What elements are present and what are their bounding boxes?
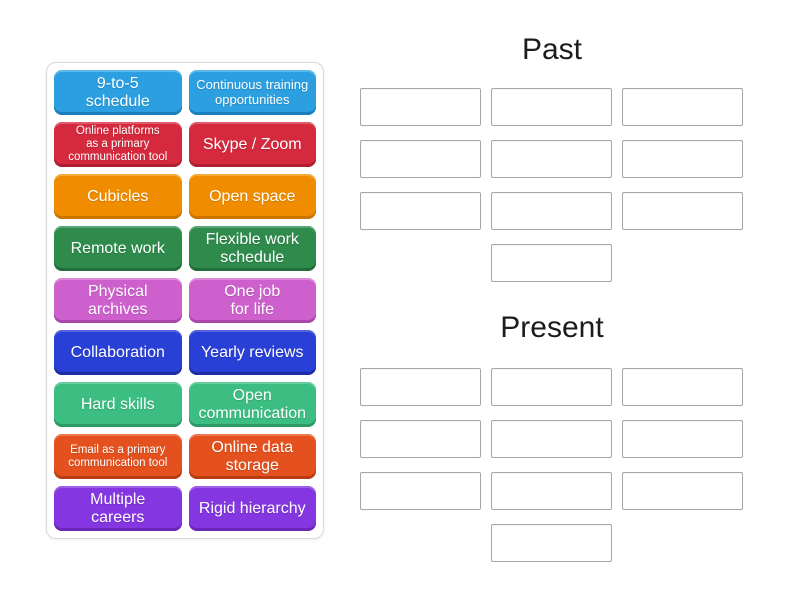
drop-slot[interactable] [622,192,743,230]
drop-slot[interactable] [491,472,612,510]
sort-tile-label: Continuous training opportunities [196,76,309,107]
tile-grid: 9-to-5 schedule Continuous training oppor… [54,70,316,531]
drop-slot[interactable] [491,88,612,126]
sort-tile[interactable]: Yearly reviews [188,330,316,375]
sort-tile[interactable]: Rigid hierarchy [188,486,316,531]
sort-tile[interactable]: Email as a primary communication tool [54,434,182,479]
sort-tile[interactable]: Physical archives [54,278,182,323]
drop-slot[interactable] [622,368,743,406]
past-drop-grid [360,88,743,282]
sort-tile-label: Rigid hierarchy [198,499,306,517]
sort-tile-label: One job for life [224,282,281,318]
sort-tile[interactable]: Online data storage [188,434,316,479]
sort-tile[interactable]: Collaboration [54,330,182,375]
drop-slot[interactable] [491,524,612,562]
sort-tile[interactable]: Cubicles [54,174,182,219]
sort-tile[interactable]: Open space [188,174,316,219]
sort-tile-label: Skype / Zoom [202,135,302,153]
sort-tile-label: Physical archives [87,282,148,318]
group-title-past: Past [521,33,583,66]
sort-tile[interactable]: Multiple careers [54,486,182,531]
group-title-present: Present [500,311,604,344]
drop-slot[interactable] [360,368,481,406]
tile-panel: 9-to-5 schedule Continuous training oppor… [46,62,324,539]
sort-tile-label: 9-to-5 schedule [85,74,150,110]
sort-tile-label: Remote work [70,239,165,257]
sort-tile-label: Flexible work schedule [205,230,299,266]
sort-tile-label: Email as a primary communication tool [68,443,168,469]
drop-slot[interactable] [622,420,743,458]
drop-slot[interactable] [491,368,612,406]
sort-tile-label: Open space [209,187,296,205]
sort-tile[interactable]: One job for life [188,278,316,323]
sort-tile[interactable]: Open communication [188,382,316,427]
drop-slot[interactable] [360,472,481,510]
drop-slot[interactable] [491,192,612,230]
drop-slot[interactable] [360,140,481,178]
sort-tile-label: Hard skills [80,395,155,413]
sort-tile[interactable]: Online platforms as a primary communicat… [54,122,182,167]
drop-slot[interactable] [622,472,743,510]
sort-tile-label: Collaboration [70,343,165,361]
sort-tile[interactable]: Skype / Zoom [188,122,316,167]
sort-tile[interactable]: Continuous training opportunities [188,70,316,115]
drop-slot[interactable] [491,244,612,282]
sort-tile-label: Cubicles [87,187,149,205]
sort-tile[interactable]: 9-to-5 schedule [54,70,182,115]
sort-tile-label: Open communication [198,386,307,422]
sort-tile[interactable]: Flexible work schedule [188,226,316,271]
sort-tile-label: Yearly reviews [200,343,304,361]
sort-tile-label: Online platforms as a primary communicat… [68,125,168,163]
sort-tile-label: Multiple careers [90,490,146,526]
sort-tile-label: Online data storage [211,438,294,474]
sort-tile[interactable]: Hard skills [54,382,182,427]
drop-slot[interactable] [622,140,743,178]
drop-slot[interactable] [360,88,481,126]
drop-slot[interactable] [360,192,481,230]
drop-slot[interactable] [622,88,743,126]
sort-tile[interactable]: Remote work [54,226,182,271]
drop-slot[interactable] [360,420,481,458]
drop-slot[interactable] [491,140,612,178]
drop-slot[interactable] [491,420,612,458]
present-drop-grid [360,368,743,562]
